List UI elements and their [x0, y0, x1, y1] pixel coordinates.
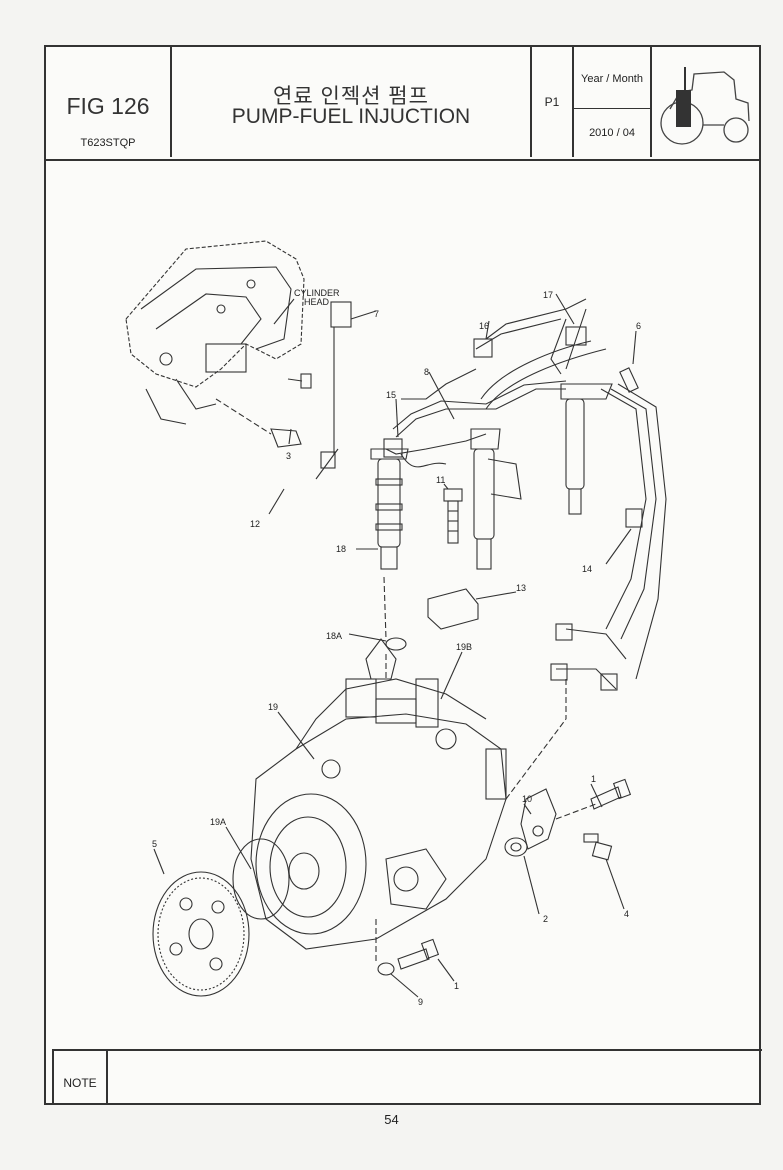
page-number: 54: [384, 1112, 399, 1127]
part-15-nut: [383, 438, 403, 458]
part-13-clamp: [427, 588, 479, 630]
part-9-washer: [377, 962, 395, 976]
part-7-harness: [320, 301, 352, 469]
injector-rear: [560, 383, 613, 515]
figure-number: FIG 126: [66, 93, 150, 119]
callout-16: 16: [479, 321, 489, 331]
part-19a-oring: [232, 838, 290, 920]
injector-middle: [470, 428, 522, 570]
callout-11: 11: [436, 475, 445, 485]
note-label: NOTE: [54, 1051, 108, 1104]
callout-4: 4: [624, 909, 629, 919]
callout-12: 12: [250, 519, 260, 529]
callout-1-upper: 1: [591, 774, 596, 784]
part-3-plug: [300, 373, 312, 389]
icon-cell: [652, 47, 759, 157]
model-code: T623STQP: [80, 137, 136, 149]
part-2-nut: [504, 837, 528, 857]
part-10-bracket: [520, 788, 557, 850]
part-12-sender: [215, 398, 302, 448]
title-english: PUMP-FUEL INJUCTION: [231, 105, 471, 128]
parts-catalog-sheet: FIG 126 T623STQP 연료 인젝션 펌프 PUMP-FUEL INJ…: [44, 45, 762, 1105]
header-block: FIG 126 T623STQP 연료 인젝션 펌프 PUMP-FUEL INJ…: [46, 47, 759, 161]
date-value: 2010 / 04: [589, 127, 635, 139]
callout-10: 10: [522, 794, 532, 804]
fuel-line-nut-a: [555, 623, 573, 641]
part-6-pin: [619, 367, 639, 393]
callout-6: 6: [636, 321, 641, 331]
cylinder-head-label-line2: HEAD: [304, 297, 330, 307]
callout-1-lower: 1: [454, 981, 459, 991]
injector-front: [370, 448, 409, 570]
callout-8: 8: [424, 367, 429, 377]
part-14-clamp: [625, 508, 643, 528]
callout-9: 9: [418, 997, 423, 1007]
callout-17: 17: [543, 290, 553, 300]
fuel-lines: [385, 298, 667, 690]
date-label: Year / Month: [581, 73, 643, 85]
part-5-gear: [152, 871, 250, 997]
tractor-icon: [660, 67, 750, 145]
callout-15: 15: [386, 390, 396, 400]
part-16-nut: [473, 338, 493, 358]
part-18a-washer: [385, 637, 407, 651]
injection-pump-body: [250, 638, 507, 950]
part-11-bolt: [443, 488, 463, 544]
callout-14: 14: [582, 564, 592, 574]
part-1-bolt-lower: [397, 938, 440, 970]
title-cell: 연료 인젝션 펌프 PUMP-FUEL INJUCTION: [172, 47, 532, 157]
callout-5: 5: [152, 839, 157, 849]
callout-18: 18: [336, 544, 346, 554]
note-row: NOTE: [52, 1049, 762, 1104]
page-code: P1: [544, 95, 560, 109]
callout-7: 7: [374, 309, 379, 319]
callout-18a: 18A: [326, 631, 342, 641]
figure-cell: FIG 126 T623STQP: [46, 47, 172, 157]
part-17-nut: [565, 326, 587, 346]
callout-19b: 19B: [456, 642, 472, 652]
date-divider: [574, 108, 650, 109]
cylinder-head-label-line1: CYLINDER: [294, 288, 340, 298]
callout-19: 19: [268, 702, 278, 712]
title-korean: 연료 인젝션 펌프: [273, 85, 429, 108]
fuel-line-nut-c: [600, 673, 618, 691]
exploded-parts-diagram: CYLINDER HEAD 7 17 6 16 8 15 3 11 12 18 …: [46, 159, 759, 1049]
part-4-bolt: [583, 833, 613, 861]
callout-2: 2: [543, 914, 548, 924]
fuel-injection-pump-diagram: CYLINDER HEAD 7 17 6 16 8 15 3 11 12 18 …: [125, 240, 667, 1007]
cylinder-head-drawing: [125, 240, 305, 425]
callout-3: 3: [286, 451, 291, 461]
date-cell: Year / Month 2010 / 04: [574, 47, 652, 157]
fuel-line-nut-b: [550, 663, 568, 681]
page-code-cell: P1: [532, 47, 574, 157]
callout-19a: 19A: [210, 817, 226, 827]
callout-13: 13: [516, 583, 526, 593]
part-1-bolt-upper: [590, 778, 632, 810]
